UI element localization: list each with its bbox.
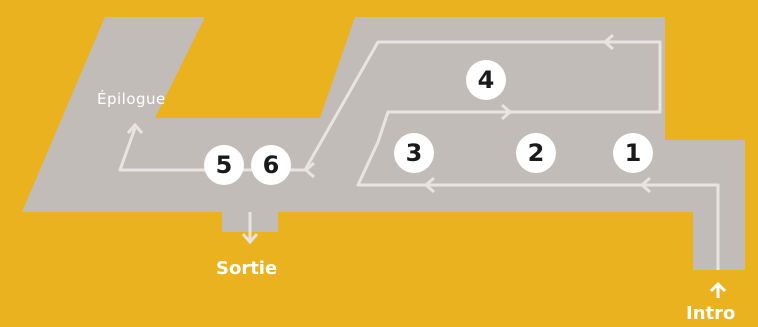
arrow-up-icon xyxy=(709,281,727,293)
arrow-down-icon xyxy=(241,233,259,245)
arrow-up-icon xyxy=(126,122,144,134)
epilogue-label: Épilogue xyxy=(97,90,166,108)
room-1-badge: 1 xyxy=(613,133,653,173)
room-6-badge: 6 xyxy=(251,145,291,185)
room-3-badge: 3 xyxy=(394,133,434,173)
arrow-left-icon xyxy=(303,161,315,179)
arrow-left-icon xyxy=(602,33,614,51)
arrow-left-icon xyxy=(639,176,651,194)
exit-label: Sortie xyxy=(216,258,278,279)
floor-epilogue-hall xyxy=(22,17,745,270)
arrow-left-icon xyxy=(423,176,435,194)
intro-label: Intro xyxy=(686,303,736,324)
room-4-badge: 4 xyxy=(466,60,506,100)
room-2-badge: 2 xyxy=(516,133,556,173)
arrow-right-icon xyxy=(501,103,513,121)
room-5-badge: 5 xyxy=(204,145,244,185)
